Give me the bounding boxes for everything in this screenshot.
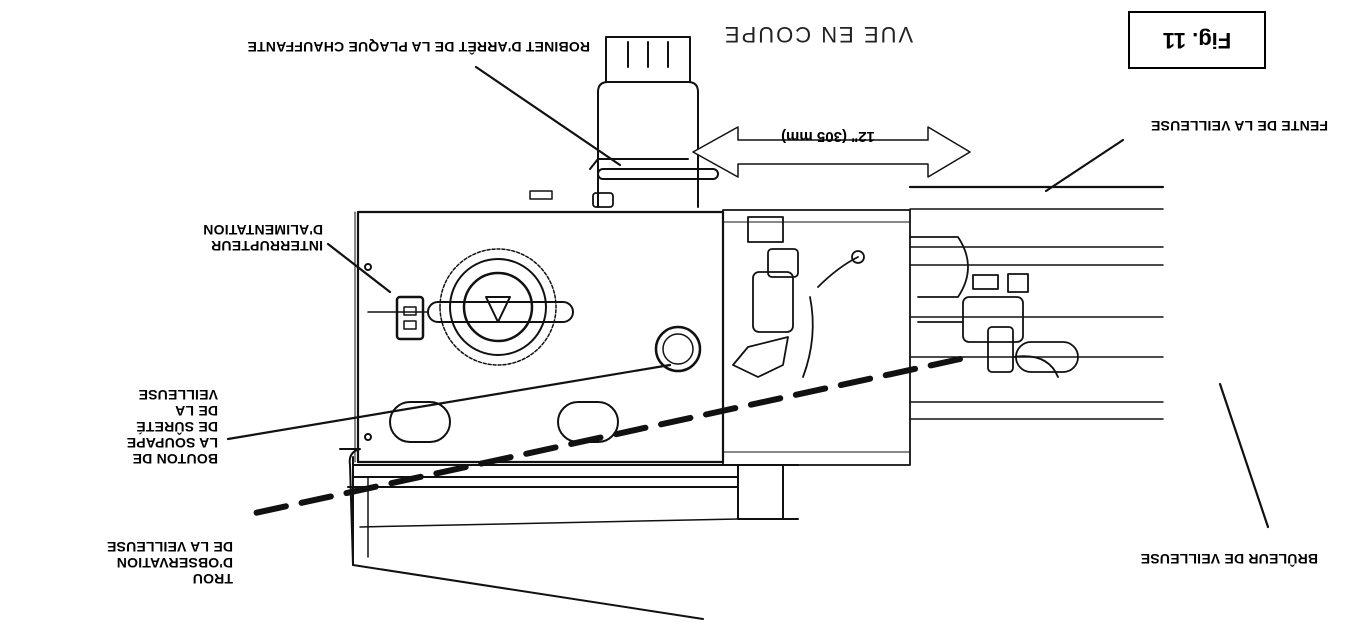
label-safety-valve-knob-line-5: VEILLEUSE	[138, 387, 218, 403]
label-pilot-sight-hole-line-1: TROU	[192, 571, 233, 587]
pilot-burner-assembly	[909, 236, 1079, 378]
label-power-switch-line-2: D'ALIMENTATION	[203, 222, 323, 238]
dimension-label: 12" (305 mm)	[781, 128, 875, 145]
leader-lines	[226, 65, 1270, 529]
label-pilot-sight-hole: TROU D'OBSERVATION DE LA VEILLEUSE	[107, 539, 233, 587]
figure-number: Fig. 11	[1162, 28, 1232, 53]
label-shutoff-valve: ROBINET D'ARRÊT DE LA PLAQUE CHAUFFANTE	[247, 39, 590, 55]
dimension-arrow	[692, 126, 971, 178]
label-pilot-slot: FENTE DE LA VEILLEUSE	[1150, 118, 1328, 134]
safety-valve-knob	[654, 325, 702, 373]
label-safety-valve-knob-line-4: DE LA	[175, 403, 218, 419]
label-power-switch-line-1: INTERRUPTEUR	[210, 238, 323, 254]
valve-assembly	[732, 216, 865, 378]
label-safety-valve-knob-line-3: DE SÛRETÉ	[136, 419, 218, 435]
power-switch	[395, 295, 425, 341]
label-safety-valve-knob-line-2: LA SOUPAPE	[126, 435, 218, 451]
view-title: VUE EN COUPE	[722, 22, 914, 47]
cooktop-rails	[908, 185, 1165, 420]
inner-compartment	[722, 209, 911, 466]
label-safety-valve-knob: BOUTON DE LA SOUPAPE DE SÛRETÉ DE LA VEI…	[127, 387, 218, 467]
label-power-switch: INTERRUPTEUR D'ALIMENTATION	[203, 222, 323, 254]
sight-line	[243, 356, 963, 518]
appliance-body	[339, 448, 799, 620]
label-safety-valve-knob-line-1: BOUTON DE	[132, 451, 218, 467]
label-pilot-burner: BRÛLEUR DE VEILLEUSE	[1140, 551, 1318, 567]
vent-slots	[389, 401, 619, 443]
figure-number-box: Fig. 11	[1128, 11, 1266, 69]
pipe-cap	[589, 36, 719, 208]
label-pilot-sight-hole-line-2: D'OBSERVATION	[116, 555, 233, 571]
label-pilot-sight-hole-line-3: DE LA VEILLEUSE	[106, 539, 233, 555]
control-dial	[367, 248, 574, 366]
